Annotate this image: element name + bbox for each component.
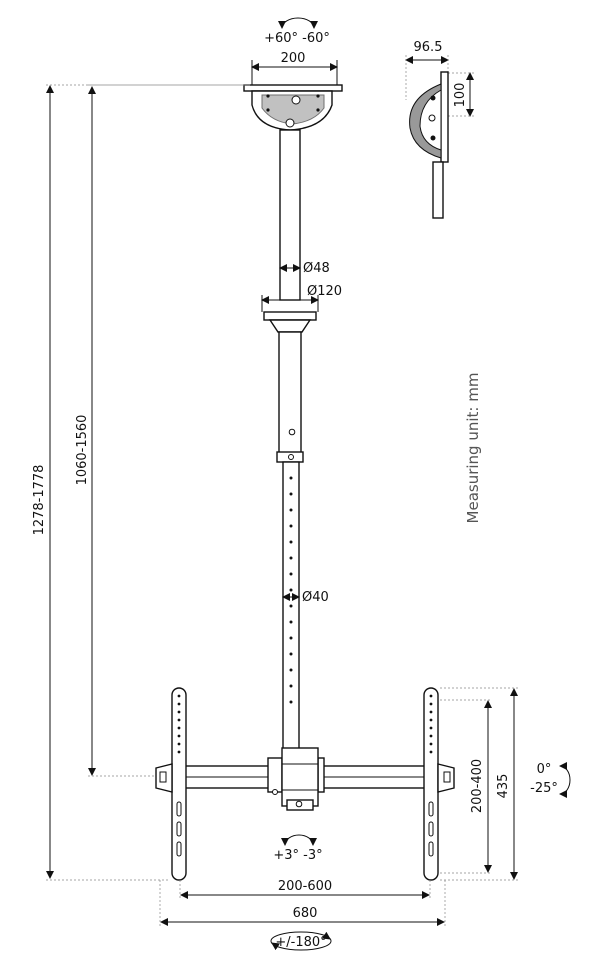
rotation-top-label: +60° -60° — [264, 31, 330, 46]
height-inner-dimension — [88, 84, 250, 777]
overall-width-dimension — [159, 880, 446, 928]
side-view-bracket — [409, 71, 449, 219]
collar-dia-dimension — [261, 295, 319, 312]
side-height-label: 100 — [453, 83, 468, 108]
tilt-bottom-label: -25° — [530, 781, 558, 796]
upper-pole — [279, 129, 301, 301]
plate-width-dimension — [251, 60, 338, 85]
bracket-height-label: 435 — [496, 774, 511, 799]
vesa-vertical-label: 200-400 — [470, 759, 485, 813]
collar-dia-label: Ø120 — [307, 284, 342, 299]
tilt-arrow — [559, 762, 571, 798]
lower-pole-dia-label: Ø40 — [302, 590, 329, 605]
unit-label: Measuring unit: mm — [464, 373, 482, 524]
ceiling-plate — [243, 84, 343, 131]
vesa-horizontal-dimension — [179, 880, 431, 900]
plate-width-label: 200 — [281, 51, 306, 66]
upper-pole-dia-label: Ø48 — [303, 261, 330, 276]
swivel-label: +3° -3° — [273, 848, 322, 863]
pole-clamp — [276, 451, 304, 463]
base-rotation-arrow — [270, 931, 332, 951]
height-outer-label: 1278-1778 — [32, 465, 47, 536]
middle-pole — [278, 331, 302, 458]
top-rotation-arrow — [278, 17, 318, 29]
bracket-height-dimension — [440, 687, 518, 881]
base-rotation-label: +/-180° — [275, 935, 326, 950]
vesa-horizontal-label: 200-600 — [278, 879, 332, 894]
center-hub — [267, 747, 325, 811]
swivel-arrow — [281, 834, 317, 846]
right-bracket — [423, 687, 455, 881]
side-depth-label: 96.5 — [414, 40, 443, 55]
tilt-top-label: 0° — [537, 762, 552, 777]
height-inner-label: 1060-1560 — [75, 415, 90, 486]
overall-width-label: 680 — [293, 906, 318, 921]
side-height-dimension — [448, 72, 475, 117]
collar — [263, 311, 317, 333]
vesa-vertical-dimension — [440, 699, 492, 874]
lower-pole — [282, 461, 300, 751]
left-bracket — [155, 687, 187, 881]
